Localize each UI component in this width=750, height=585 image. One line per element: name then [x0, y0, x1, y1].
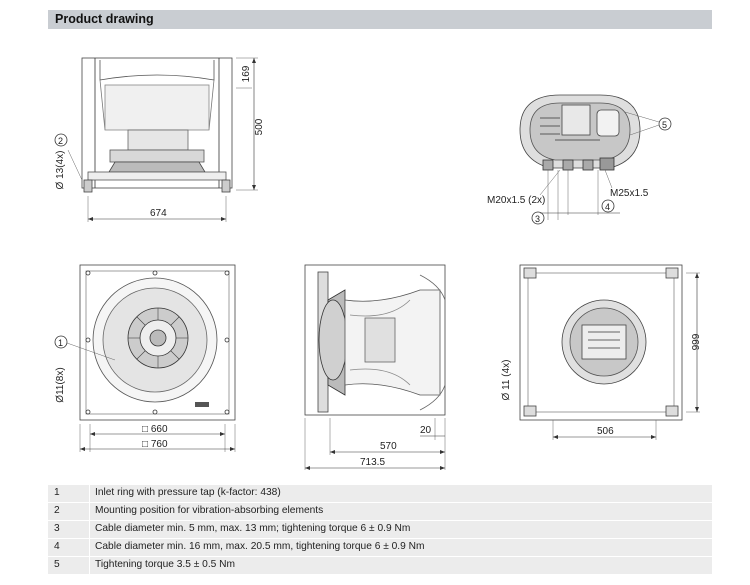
front-dim-760: □ 760 [142, 439, 168, 450]
legend-table: 1 Inlet ring with pressure tap (k-factor… [48, 485, 712, 575]
motor-view: M20x1.5 (2x) M25x1.5 5 3 4 [487, 94, 672, 225]
legend-text: Mounting position for vibration-absorbin… [95, 505, 324, 516]
legend-row: 5 Tightening torque 3.5 ± 0.5 Nm [48, 557, 712, 574]
legend-row: 2 Mounting position for vibration-absorb… [48, 503, 712, 520]
back-dim-666: 666 [689, 334, 700, 351]
legend-num: 4 [54, 541, 60, 552]
legend-text: Inlet ring with pressure tap (k-factor: … [95, 487, 281, 498]
section-title: Product drawing [55, 12, 154, 26]
side-dim-713: 713.5 [360, 457, 385, 468]
legend-num: 1 [54, 487, 60, 498]
top-dim-hole: Ø 13(4x) [55, 151, 66, 190]
legend-row: 3 Cable diameter min. 5 mm, max. 13 mm; … [48, 521, 712, 538]
legend-num: 5 [54, 559, 60, 570]
top-dim-inlet: 169 [241, 65, 252, 82]
callout-4 [601, 199, 615, 213]
legend-text: Cable diameter min. 16 mm, max. 20.5 mm,… [95, 541, 425, 552]
top-dim-height: 500 [254, 118, 265, 135]
side-dim-20: 20 [420, 425, 432, 436]
section-header: Product drawing [48, 10, 712, 29]
legend-row: 1 Inlet ring with pressure tap (k-factor… [48, 485, 712, 502]
back-view: Ø 11 (4x) 666 506 [501, 264, 700, 440]
front-dim-660: □ 660 [142, 424, 168, 435]
front-dim-hole: Ø11(8x) [55, 367, 66, 402]
label-m20: M20x1.5 (2x) [487, 195, 545, 206]
callout-2-label: 2 [58, 136, 63, 146]
callout-3 [531, 211, 545, 225]
legend-text: Cable diameter min. 5 mm, max. 13 mm; ti… [95, 523, 411, 534]
callout-1-label: 1 [58, 338, 63, 348]
callout-5 [658, 117, 672, 131]
callout-3-label: 3 [535, 214, 540, 224]
top-dim-width: 674 [150, 208, 167, 219]
callout-1 [54, 335, 68, 349]
front-view: 1 Ø11(8x) □ 660 □ 760 [54, 264, 236, 452]
callout-2 [54, 133, 68, 147]
side-dim-570: 570 [380, 441, 397, 452]
label-m25: M25x1.5 [610, 188, 649, 199]
legend-text: Tightening torque 3.5 ± 0.5 Nm [95, 559, 235, 570]
callout-4-label: 4 [605, 202, 610, 212]
top-view: 674 500 169 Ø 13(4x) 2 [54, 57, 265, 222]
back-dim-506: 506 [597, 426, 614, 437]
product-drawing: 674 500 169 Ø 13(4x) 2 M20x1.5 (2x) M25x… [54, 57, 700, 470]
side-view: 20 570 713.5 [304, 264, 446, 470]
legend-num: 2 [54, 505, 60, 516]
legend-row: 4 Cable diameter min. 16 mm, max. 20.5 m… [48, 539, 712, 556]
legend-num: 3 [54, 523, 60, 534]
callout-5-label: 5 [662, 120, 667, 130]
back-dim-hole: Ø 11 (4x) [501, 360, 512, 401]
